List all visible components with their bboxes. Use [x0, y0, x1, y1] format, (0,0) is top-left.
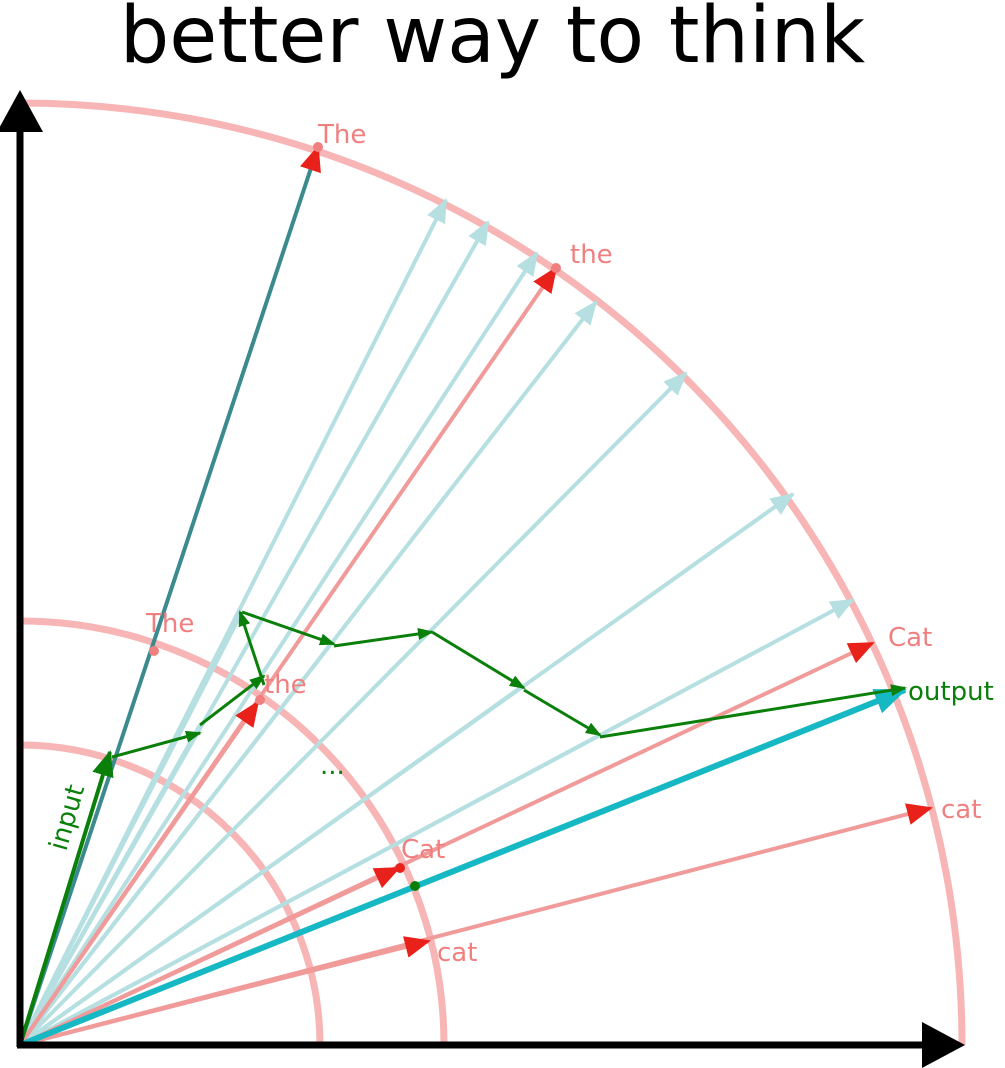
candidate-vector — [18, 643, 332, 1047]
point-the-upper — [313, 142, 323, 152]
output-vector — [18, 687, 907, 1048]
candidate-vector — [19, 734, 599, 1047]
path-step — [523, 688, 602, 737]
path-step — [111, 730, 202, 759]
point-the-lower — [551, 263, 561, 273]
label-cat-mid: cat — [437, 938, 477, 968]
point-the-mid — [149, 646, 159, 656]
candidate-vectors — [18, 198, 855, 1047]
point-markers — [149, 142, 561, 891]
word-vectors — [18, 266, 933, 1047]
path-step — [241, 610, 336, 646]
candidate-vector — [18, 611, 244, 1046]
label-output: output — [908, 677, 994, 707]
y-axis-arrow-icon — [0, 90, 43, 132]
label-ellipsis: ... — [320, 751, 345, 781]
vector-the-lower-mid — [18, 700, 260, 1047]
diagram-title: better way to think — [119, 0, 866, 81]
path-step — [238, 610, 266, 686]
candidate-vector — [18, 371, 688, 1047]
vector-cat-cap-mid — [19, 866, 401, 1047]
point-cat-cap-mid — [395, 863, 405, 873]
candidate-vector — [18, 724, 202, 1046]
label-the-lower-mid: the — [264, 670, 307, 700]
vector-cat-mid — [19, 936, 431, 1047]
path-step — [333, 628, 434, 648]
label-cat-cap-outer: Cat — [888, 623, 932, 653]
label-cat-cap-mid: Cat — [401, 835, 445, 865]
point-output-mid — [410, 881, 420, 891]
axes — [0, 90, 965, 1068]
vector-the-upper — [18, 145, 321, 1046]
label-cat-outer: cat — [941, 795, 981, 825]
candidate-vector — [18, 686, 522, 1047]
processing-path — [111, 610, 907, 759]
x-axis-arrow-icon — [922, 1022, 965, 1068]
path-step — [199, 674, 266, 727]
input-vector — [18, 750, 114, 1046]
label-the-mid: The — [145, 609, 194, 639]
label-the-lower-outer: the — [570, 240, 613, 270]
path-step — [431, 630, 526, 690]
path-step — [599, 684, 907, 739]
candidate-vector — [18, 251, 539, 1047]
point-the-lower-mid — [255, 695, 265, 705]
label-the-outer: The — [317, 120, 366, 150]
